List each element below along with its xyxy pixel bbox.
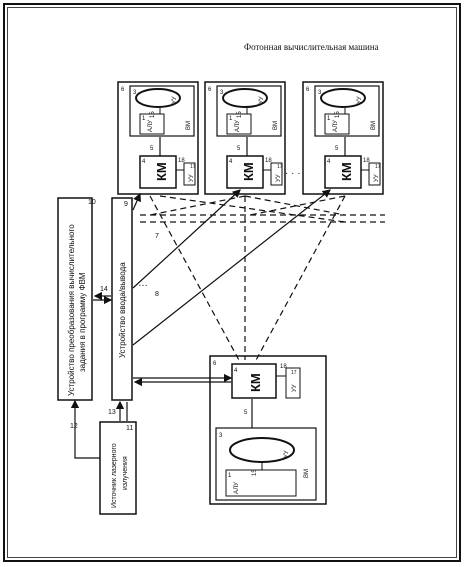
svg-text:18: 18 (265, 158, 272, 164)
svg-text:17: 17 (291, 370, 297, 376)
io-num: 9 (124, 201, 128, 208)
svg-text:17: 17 (375, 164, 381, 170)
svg-text:УУ: УУ (172, 96, 178, 104)
svg-text:АЛУ: АЛУ (235, 120, 241, 132)
svg-text:УУ: УУ (259, 96, 265, 104)
svg-text:1: 1 (327, 116, 331, 122)
svg-text:4: 4 (142, 159, 146, 165)
svg-text:УУ: УУ (374, 174, 380, 182)
svg-text:17: 17 (190, 164, 196, 170)
svg-text:7: 7 (155, 233, 159, 240)
laser-line2: излучения (122, 456, 129, 490)
page-title: Фотонная вычислительная машина (244, 42, 379, 52)
top-module-2: 6 3 УУ 15 АЛУ 1 ВМ 5 4 КМ 18 УУ 17 (204, 81, 286, 195)
top-module-1: 6 3 УУ 15 АЛУ 1 ВМ 5 4 КМ 18 УУ 17 (117, 81, 199, 195)
svg-text:18: 18 (280, 364, 287, 370)
converter-line2: задания в программу ФВМ (78, 272, 87, 372)
svg-text:УУ: УУ (292, 384, 298, 392)
svg-text:КМ: КМ (248, 373, 263, 392)
io-label: Устройство ввода/вывода (118, 262, 127, 358)
svg-text:6: 6 (213, 361, 217, 367)
svg-text:3: 3 (220, 90, 224, 96)
svg-text:УУ: УУ (276, 174, 282, 182)
inner-frame (7, 7, 457, 558)
io-device: 9 Устройство ввода/вывода (111, 197, 133, 401)
svg-text:АЛУ: АЛУ (148, 120, 154, 132)
module-ellipsis: · · · (285, 168, 301, 179)
svg-text:5: 5 (150, 146, 154, 152)
converter-line1: Устройство преобразования вычислительног… (67, 224, 76, 396)
converter-num: 10 (88, 199, 96, 206)
svg-text:КМ: КМ (241, 162, 256, 181)
link-13: 13 (108, 400, 128, 421)
svg-text:КМ: КМ (339, 162, 354, 181)
svg-text:4: 4 (327, 159, 331, 165)
svg-text:1: 1 (229, 116, 233, 122)
link-14: 14 (93, 286, 113, 305)
svg-text:12: 12 (70, 423, 78, 430)
top-module-3: 6 3 УУ 15 АЛУ 1 ВМ 5 4 КМ 18 УУ 17 (302, 81, 384, 195)
svg-text:УУ: УУ (189, 174, 195, 182)
svg-text:6: 6 (208, 87, 212, 93)
svg-text:ВМ: ВМ (186, 121, 192, 130)
dashed-links (140, 195, 385, 363)
svg-text:КМ: КМ (154, 162, 169, 181)
svg-text:13: 13 (108, 409, 116, 416)
svg-text:1: 1 (142, 116, 146, 122)
svg-text:15: 15 (252, 469, 258, 476)
svg-text:5: 5 (237, 146, 241, 152)
svg-text:8: 8 (155, 291, 159, 298)
svg-text:3: 3 (133, 90, 137, 96)
svg-text:18: 18 (178, 158, 185, 164)
svg-text:УУ: УУ (284, 450, 290, 458)
laser-num: 11 (126, 425, 133, 432)
svg-text:ВМ: ВМ (273, 121, 279, 130)
laser-line1: Источник лазерного (111, 443, 118, 508)
svg-text:18: 18 (363, 158, 370, 164)
svg-text:УУ: УУ (357, 96, 363, 104)
svg-text:4: 4 (234, 368, 238, 374)
svg-text:АЛУ: АЛУ (234, 482, 240, 494)
io-links-top: 7 8 … (132, 189, 331, 346)
svg-text:17: 17 (277, 164, 283, 170)
svg-text:5: 5 (244, 410, 248, 416)
laser-source: 11 Источник лазерного излучения (99, 421, 137, 515)
svg-text:АЛУ: АЛУ (333, 120, 339, 132)
svg-text:ВМ: ВМ (371, 121, 377, 130)
svg-text:4: 4 (229, 159, 233, 165)
link-12: 12 (70, 399, 100, 459)
svg-text:3: 3 (318, 90, 322, 96)
bottom-module: 6 4 КМ 18 УУ 17 5 3 УУ 15 АЛУ 1 ВМ (209, 355, 327, 505)
svg-text:1: 1 (228, 473, 232, 479)
outer-frame (3, 3, 461, 562)
svg-text:14: 14 (100, 286, 108, 293)
svg-text:3: 3 (219, 433, 223, 439)
converter-device: 10 Устройство преобразования вычислитель… (57, 197, 96, 401)
svg-text:6: 6 (121, 87, 125, 93)
svg-text:6: 6 (306, 87, 310, 93)
svg-text:5: 5 (335, 146, 339, 152)
link-ellipsis: … (138, 278, 148, 289)
svg-text:ВМ: ВМ (304, 469, 310, 478)
